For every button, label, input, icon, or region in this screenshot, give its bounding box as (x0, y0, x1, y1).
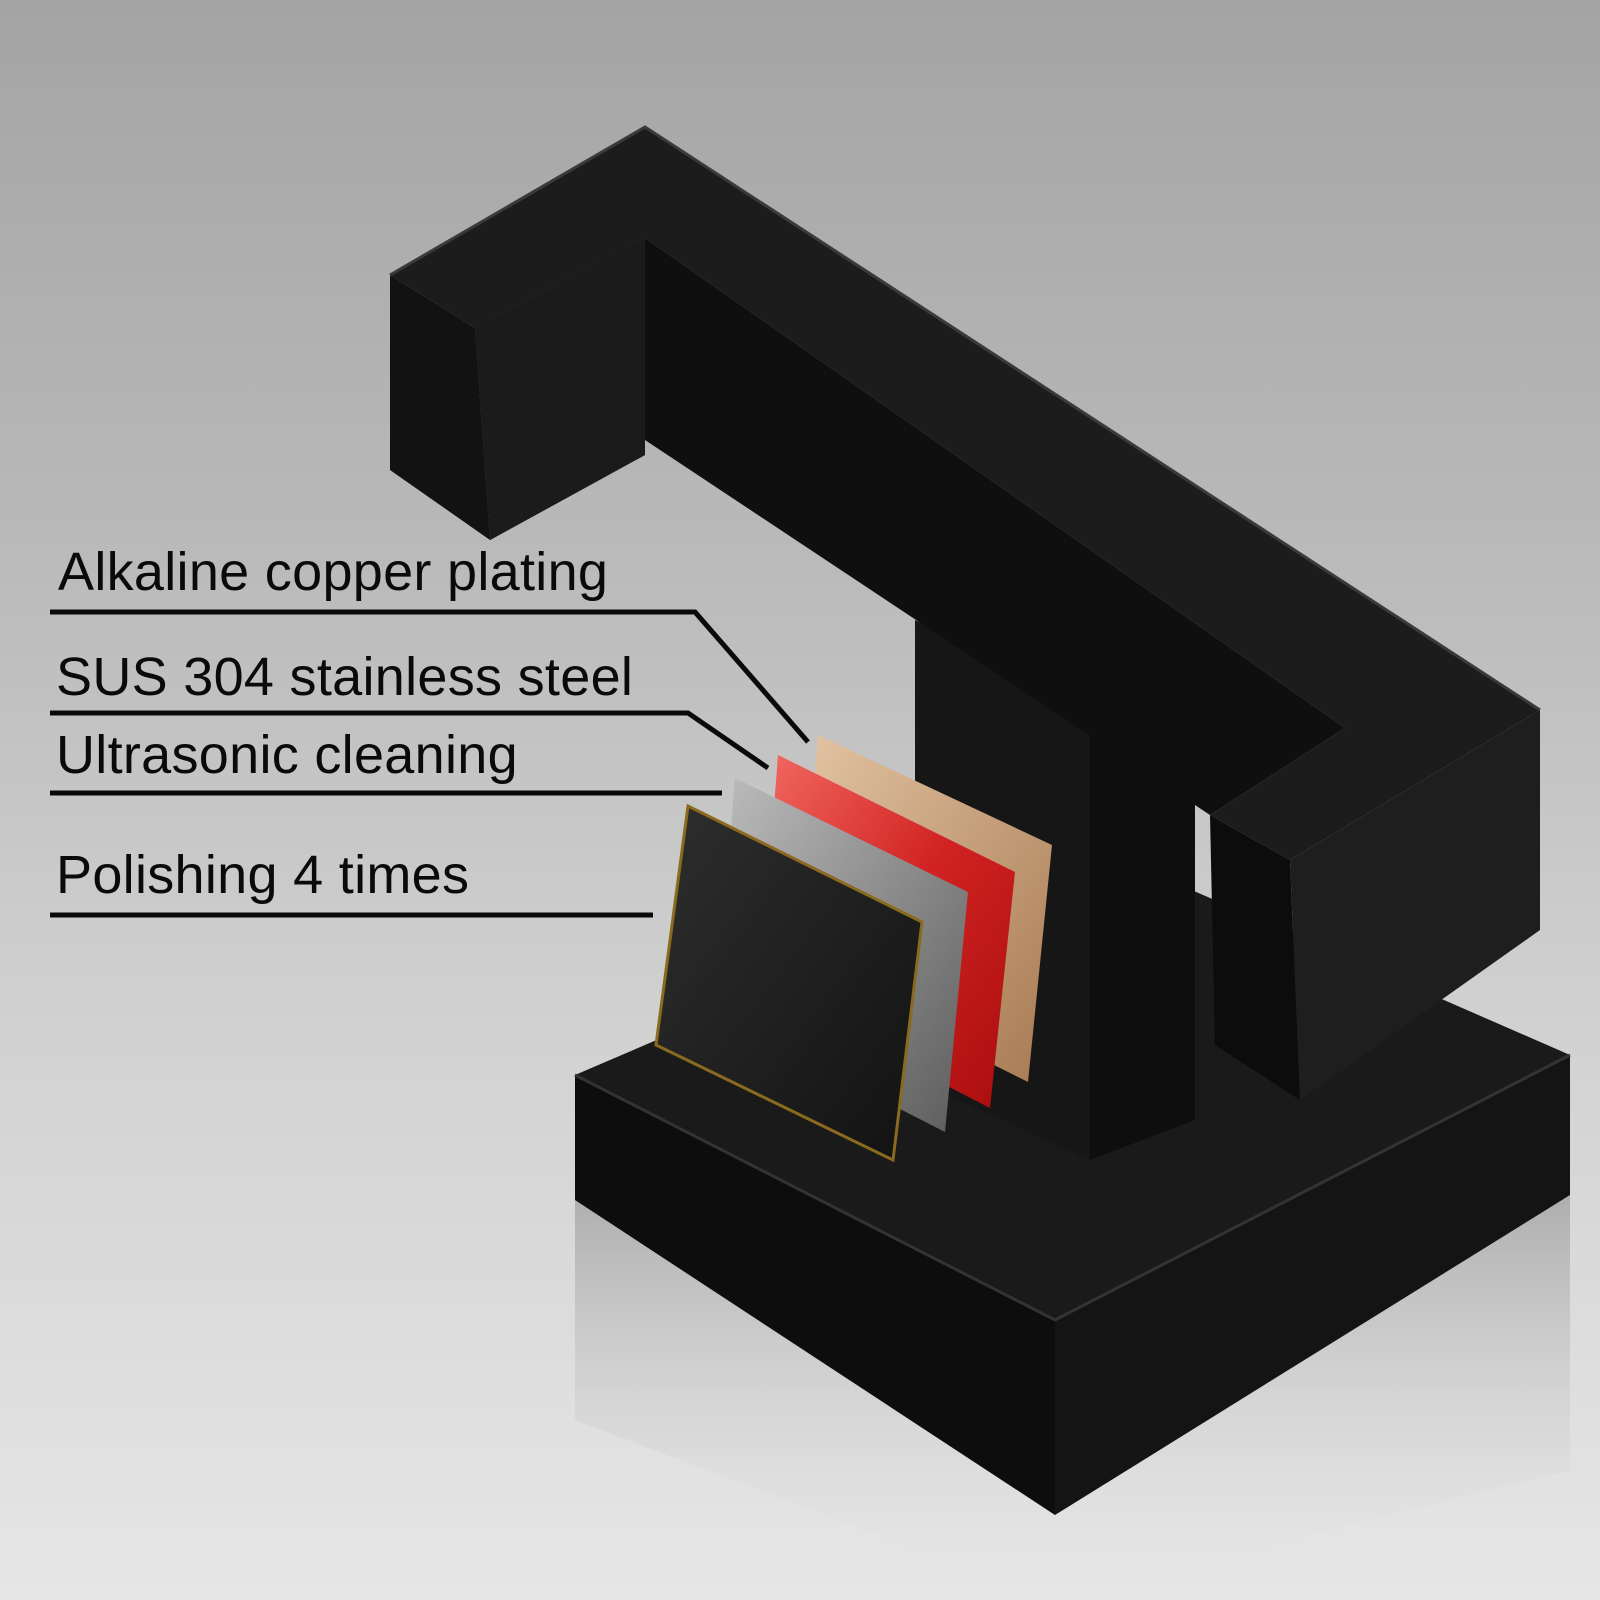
floor-reflection (575, 1190, 1570, 1600)
hook-arm (389, 125, 1541, 1100)
layer-label-polishing: Polishing 4 times (56, 845, 470, 905)
polished-finish-layer (654, 803, 924, 1163)
layer-label-ultrasonic-cleaning: Ultrasonic cleaning (56, 725, 518, 785)
layer-label-stainless-steel: SUS 304 stainless steel (56, 647, 634, 707)
leader-line-copper (50, 609, 810, 744)
leader-line-steel (50, 710, 770, 771)
layer-label-copper-plating: Alkaline copper plating (58, 542, 609, 602)
leader-lines (50, 609, 810, 918)
material-layers (654, 735, 1052, 1163)
